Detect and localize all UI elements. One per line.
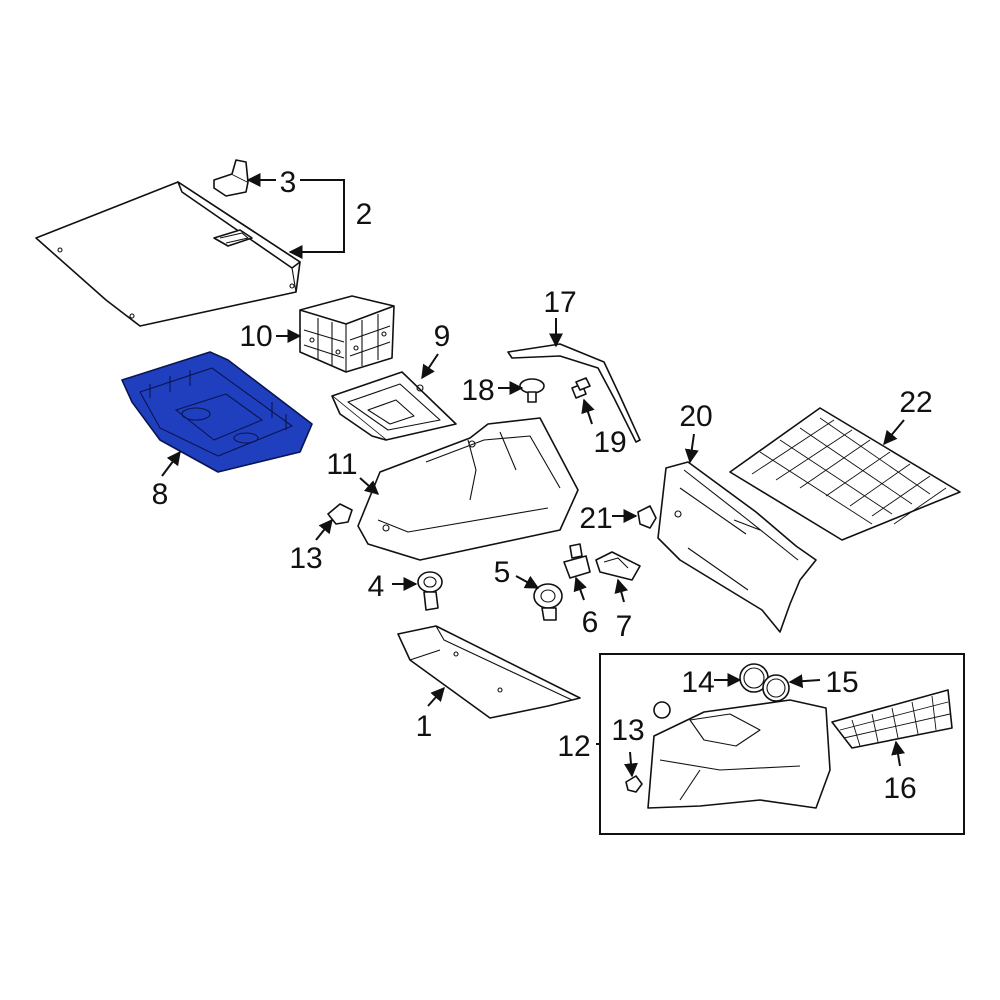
callout-8: 8 <box>152 478 169 511</box>
callout-2: 2 <box>356 198 373 231</box>
screw[interactable] <box>571 377 591 399</box>
callout-3: 3 <box>280 166 297 199</box>
callout-1: 1 <box>416 710 433 743</box>
callout-21: 21 <box>579 502 612 535</box>
rear-trim-panel[interactable] <box>657 461 817 633</box>
callout-22: 22 <box>899 386 932 419</box>
tie-down-loop[interactable] <box>533 583 563 621</box>
latch[interactable] <box>563 543 591 579</box>
callout-4: 4 <box>368 570 385 603</box>
callout-13-boxed: 13 <box>611 714 644 747</box>
trim-clip-boxed[interactable] <box>625 775 643 793</box>
callout-15: 15 <box>825 666 858 699</box>
callout-labels: 1 2 3 4 5 6 7 8 9 10 11 12 13 13 14 15 1… <box>152 166 933 805</box>
o-ring-large[interactable] <box>762 674 790 702</box>
floor-panel[interactable] <box>397 625 581 719</box>
trim-clip-right[interactable] <box>637 505 657 529</box>
callout-5: 5 <box>494 556 511 589</box>
right-side-trim[interactable] <box>647 699 831 809</box>
callout-20: 20 <box>679 400 712 433</box>
callout-14: 14 <box>681 666 714 699</box>
callout-16: 16 <box>883 772 916 805</box>
callout-9: 9 <box>434 320 451 353</box>
callout-13-left: 13 <box>289 542 322 575</box>
spare-well-insert[interactable] <box>331 371 457 441</box>
callout-12: 12 <box>557 730 590 763</box>
leader-lines <box>161 173 905 778</box>
storage-crate[interactable] <box>299 295 395 373</box>
cargo-floor-cover[interactable] <box>35 181 301 327</box>
storage-tray-highlighted[interactable] <box>121 351 313 473</box>
callout-18: 18 <box>461 374 494 407</box>
side-net[interactable] <box>831 689 953 749</box>
callout-10: 10 <box>239 320 272 353</box>
floor-cover-handle[interactable] <box>213 159 249 197</box>
weatherstrip[interactable] <box>507 343 641 443</box>
push-clip[interactable] <box>519 378 545 403</box>
left-side-trim[interactable] <box>357 417 579 561</box>
callout-7: 7 <box>616 610 633 643</box>
bracket[interactable] <box>595 551 641 581</box>
tie-down-hook[interactable] <box>417 571 443 611</box>
trim-clip-left[interactable] <box>327 503 353 525</box>
bumper-stop[interactable] <box>653 701 671 719</box>
cargo-net[interactable] <box>729 407 961 541</box>
callout-19: 19 <box>593 426 626 459</box>
callout-6: 6 <box>582 606 599 639</box>
callout-17: 17 <box>543 286 576 319</box>
callout-11: 11 <box>326 448 357 481</box>
